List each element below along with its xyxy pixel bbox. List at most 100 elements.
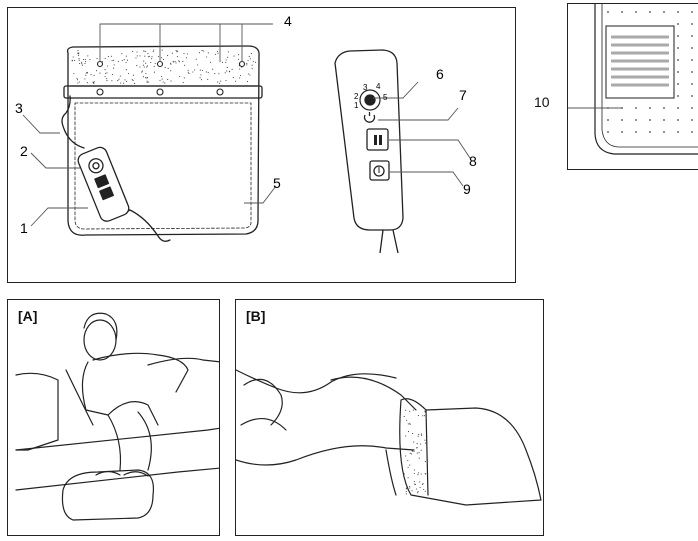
- texture-dot: [422, 415, 424, 417]
- texture-dot: [248, 56, 250, 58]
- leader-3: [22, 114, 60, 134]
- sofa-front: [15, 467, 219, 491]
- sofa-back: [147, 357, 219, 366]
- texture-dot: [412, 409, 414, 411]
- texture-dot: [621, 131, 623, 133]
- texture-dot: [174, 60, 176, 62]
- usage-panel-a: [A]: [7, 299, 220, 536]
- texture-dot: [146, 66, 148, 68]
- texture-dot: [119, 75, 121, 77]
- texture-dot: [153, 65, 155, 67]
- texture-dot: [93, 81, 95, 83]
- texture-dot: [409, 487, 411, 489]
- snap-button: [156, 60, 164, 68]
- person-torso: [81, 361, 159, 426]
- texture-dot: [411, 450, 413, 452]
- texture-dot: [161, 78, 163, 80]
- texture-dot: [145, 62, 147, 64]
- texture-dot: [405, 490, 407, 492]
- texture-dot: [249, 58, 251, 60]
- texture-dot: [424, 442, 426, 444]
- texture-dot: [182, 82, 184, 84]
- texture-dot: [407, 477, 409, 479]
- texture-dot: [194, 69, 196, 71]
- texture-dot: [224, 72, 226, 74]
- texture-dot: [225, 79, 227, 82]
- texture-dot: [146, 77, 149, 79]
- fabric-label: [605, 25, 675, 99]
- foot-opening: [123, 471, 149, 477]
- texture-dot: [247, 59, 249, 62]
- texture-dot: [691, 95, 693, 97]
- usage-illustration-a: [15, 312, 219, 521]
- pad-seam: [425, 409, 429, 496]
- texture-dot: [255, 61, 257, 63]
- texture-dot: [170, 80, 172, 82]
- texture-dot: [84, 62, 86, 64]
- texture-dot: [207, 71, 209, 73]
- dial-number: 5: [383, 93, 388, 102]
- texture-dot: [413, 441, 415, 443]
- pad-seam: [601, 4, 698, 148]
- texture-dot: [406, 487, 408, 489]
- leader-6: [373, 81, 419, 99]
- texture-dot: [416, 447, 418, 449]
- pad-pillow: [399, 398, 542, 506]
- texture-dot: [172, 61, 174, 63]
- texture-dot: [221, 61, 223, 63]
- texture-dot: [677, 11, 679, 13]
- dial-number: 1: [354, 101, 359, 110]
- usage-illustration-b: [236, 369, 542, 506]
- texture-dot: [199, 69, 201, 71]
- leader-8: [389, 139, 471, 159]
- hand: [240, 418, 287, 431]
- texture-dot: [143, 50, 145, 52]
- texture-dot: [132, 74, 134, 76]
- texture-dot: [148, 81, 150, 83]
- texture-dot: [216, 50, 219, 53]
- texture-dot: [206, 56, 208, 58]
- texture-dot: [81, 61, 83, 63]
- leader-9: [390, 171, 464, 187]
- person-hair: [83, 312, 118, 341]
- texture-dot: [421, 434, 423, 436]
- texture-dot: [649, 11, 651, 13]
- texture-dot: [405, 435, 407, 437]
- texture-dot: [405, 493, 407, 495]
- texture-dot: [125, 61, 127, 64]
- texture-dot: [246, 63, 248, 65]
- cable: [65, 369, 94, 426]
- callout-2: 2: [20, 143, 28, 159]
- texture-dot: [621, 11, 623, 13]
- texture-dot: [218, 73, 220, 75]
- texture-dot: [420, 443, 422, 445]
- callout-3: 3: [15, 100, 23, 116]
- foot-opening: [95, 470, 121, 476]
- texture-dot: [93, 74, 95, 76]
- panel-a-label: [A]: [18, 308, 38, 324]
- snap-button: [96, 60, 104, 68]
- texture-dot: [76, 77, 78, 79]
- texture-dot: [150, 61, 152, 63]
- texture-dot: [164, 82, 166, 84]
- texture-dot: [89, 58, 91, 61]
- texture-dot: [124, 79, 126, 81]
- texture-dot: [424, 410, 426, 412]
- texture-dot: [209, 61, 212, 63]
- person-head: [83, 319, 117, 361]
- leader-5: [244, 185, 277, 204]
- texture-dot: [151, 58, 153, 60]
- texture-dot: [162, 58, 165, 61]
- leader-4: [99, 23, 273, 62]
- texture-dot: [691, 107, 693, 109]
- texture-dot: [203, 50, 205, 52]
- texture-dot: [238, 58, 240, 60]
- texture-dot: [215, 53, 217, 55]
- texture-dot: [147, 53, 149, 55]
- texture-dot: [235, 80, 237, 82]
- texture-dot: [424, 415, 426, 417]
- texture-dot: [96, 70, 98, 72]
- texture-dot: [252, 60, 254, 63]
- hand: [243, 378, 283, 426]
- texture-dot: [145, 77, 147, 79]
